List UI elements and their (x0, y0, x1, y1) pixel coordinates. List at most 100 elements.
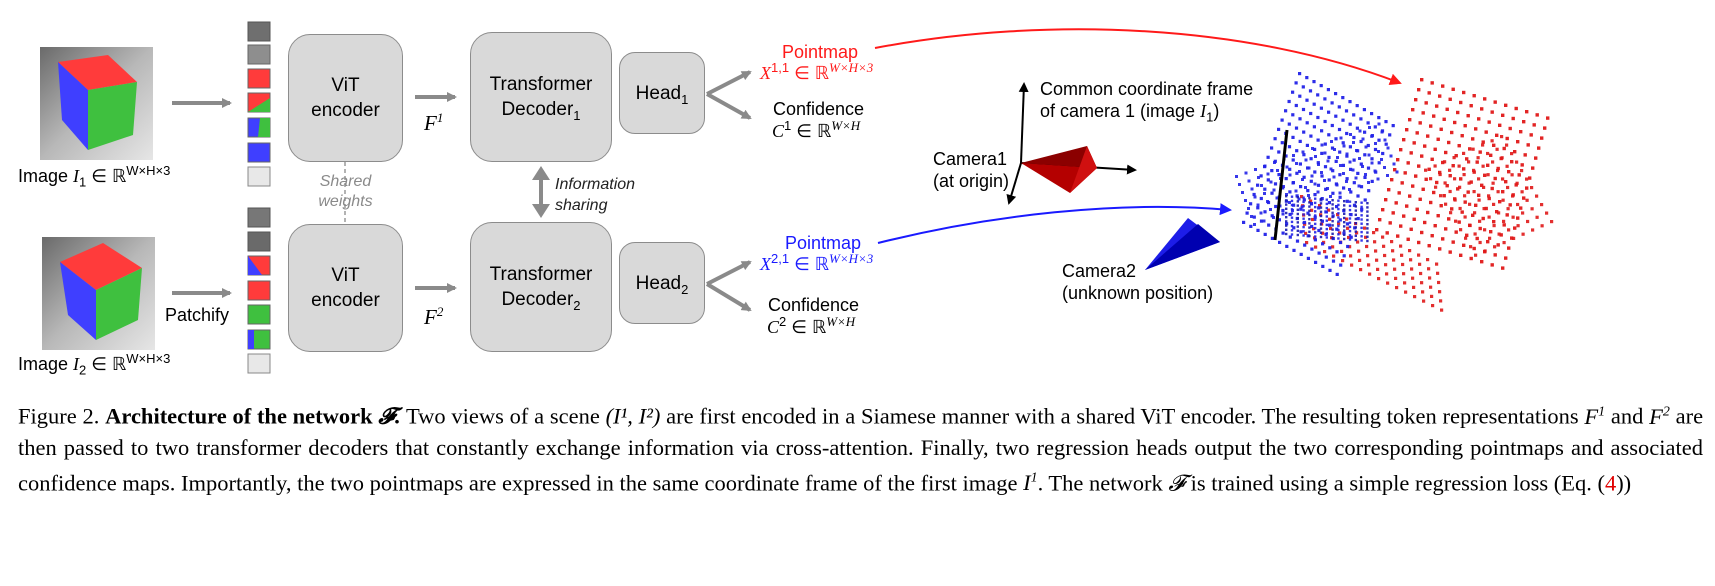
pointcloud-dot (1298, 139, 1302, 143)
pointcloud-dot (1319, 206, 1323, 209)
pointcloud-dot (1314, 155, 1317, 158)
pointcloud-dot (1421, 111, 1425, 115)
pointcloud-dot (1297, 197, 1301, 201)
pointcloud-dot (1367, 189, 1371, 193)
pointcloud-dot (1444, 227, 1448, 231)
confidence1-formula: C1 ∈ ℝW×H (772, 118, 861, 141)
pointcloud-dot (1253, 223, 1256, 226)
pointcloud-dot (1382, 244, 1386, 248)
pointcloud-dot (1356, 171, 1360, 175)
pointcloud-dot (1343, 200, 1346, 203)
pointcloud-dot (1354, 213, 1357, 216)
pointcloud-dot (1352, 158, 1356, 162)
pointcloud-dot (1241, 191, 1244, 194)
pointcloud-dot (1272, 188, 1276, 192)
pointcloud-dot (1449, 211, 1453, 215)
pointcloud-dot (1314, 218, 1317, 221)
pointcloud-dot (1310, 174, 1314, 178)
pointcloud-dot (1417, 240, 1421, 245)
pointcloud-dot (1460, 210, 1464, 214)
pointcloud-dot (1316, 183, 1321, 187)
pointcloud-dot (1463, 194, 1467, 198)
pointcloud-dot (1420, 78, 1424, 82)
pointcloud-dot (1441, 84, 1445, 88)
pointcloud-dot (1337, 224, 1340, 228)
pointcloud-dot (1348, 229, 1352, 233)
pointcloud-dot (1490, 186, 1494, 191)
pointcloud-dot (1540, 136, 1544, 140)
pointcloud-dot (1337, 207, 1340, 211)
pointcloud-dot (1280, 118, 1284, 122)
pointcloud-dot (1399, 244, 1403, 248)
pointcloud-dot (1323, 179, 1326, 182)
pointcloud-dot (1285, 232, 1288, 236)
pointcloud-dot (1501, 177, 1505, 181)
pointcloud-dot (1440, 308, 1444, 312)
equation-reference-link[interactable]: 4 (1604, 470, 1617, 495)
pointcloud-dot (1368, 126, 1371, 129)
pointcloud-dot (1502, 219, 1506, 223)
pointcloud-dot (1478, 219, 1482, 223)
caption-text-1: Two views of a scene (406, 403, 600, 429)
pointcloud-dot (1341, 141, 1345, 145)
pointcloud-dot (1296, 212, 1299, 216)
arrow-head1-pointmap (706, 70, 752, 96)
pointcloud-dot (1281, 231, 1285, 235)
camera2-frustum (1145, 218, 1220, 270)
pointcloud-dot (1309, 111, 1313, 116)
pointcloud-dot (1540, 203, 1544, 207)
pointcloud-dot (1292, 154, 1295, 157)
pointcloud-dot (1308, 89, 1313, 93)
pointcloud-dot (1396, 158, 1400, 162)
pointcloud-dot (1377, 161, 1381, 165)
pointcloud-dot (1498, 123, 1502, 127)
pointcloud-dot (1430, 294, 1434, 298)
pointcloud-dot (1528, 176, 1532, 180)
pointcloud-dot (1453, 177, 1457, 181)
pointcloud-dot (1323, 97, 1327, 101)
image1-label: Image I1 ∈ ℝW×H×3 (18, 163, 171, 190)
pointcloud-dot (1355, 149, 1358, 152)
pointcloud-dot (1399, 148, 1403, 152)
pointcloud-dot (1531, 166, 1535, 170)
pointcloud-dot (1366, 206, 1369, 209)
pointcloud-dot (1497, 211, 1501, 215)
pointcloud-dot (1511, 215, 1515, 219)
pointcloud-dot (1526, 219, 1530, 224)
pointcloud-dot (1331, 224, 1334, 227)
pointcloud-dot (1285, 195, 1288, 198)
pointcloud-dot (1299, 207, 1303, 211)
pointcloud-dot (1465, 157, 1469, 161)
pointcloud-dot (1311, 217, 1315, 222)
pointcloud-dot (1540, 224, 1544, 228)
pointcloud-dot (1409, 258, 1413, 262)
pointcloud-dot (1337, 220, 1340, 223)
pointcloud-dot (1345, 177, 1349, 181)
pointcloud-dot (1421, 187, 1425, 191)
pointcloud-dot (1366, 235, 1369, 238)
pointcloud-dot (1242, 220, 1246, 224)
pointcloud-dot (1366, 223, 1369, 226)
pointcloud-dot (1384, 198, 1388, 202)
pointcloud-dot (1316, 190, 1320, 194)
caption-text-2: are first encoded in a Siamese manner wi… (666, 403, 1579, 429)
pointcloud-dot (1525, 198, 1529, 202)
pointcloud-dot (1359, 139, 1363, 144)
pointcloud-dot (1341, 118, 1345, 122)
pointcloud-dot (1343, 225, 1346, 228)
pointcloud-dot (1343, 208, 1346, 211)
pointcloud-dot (1469, 104, 1473, 108)
pointcloud-dot (1468, 223, 1472, 228)
pointcloud-dot (1298, 162, 1302, 166)
pointcloud-dot (1512, 236, 1516, 240)
pointcloud-dot (1348, 225, 1352, 229)
pointcloud-dot (1356, 240, 1360, 244)
pointcloud-dot (1356, 217, 1360, 221)
pointcloud-dot (1413, 295, 1417, 299)
pointcloud-dot (1435, 180, 1439, 185)
pointcloud-dot (1397, 191, 1401, 195)
pointcloud-dot (1460, 134, 1464, 138)
pointcloud-dot (1483, 228, 1487, 232)
pointcloud-dot (1314, 214, 1317, 217)
pointcloud-dot (1285, 224, 1288, 227)
